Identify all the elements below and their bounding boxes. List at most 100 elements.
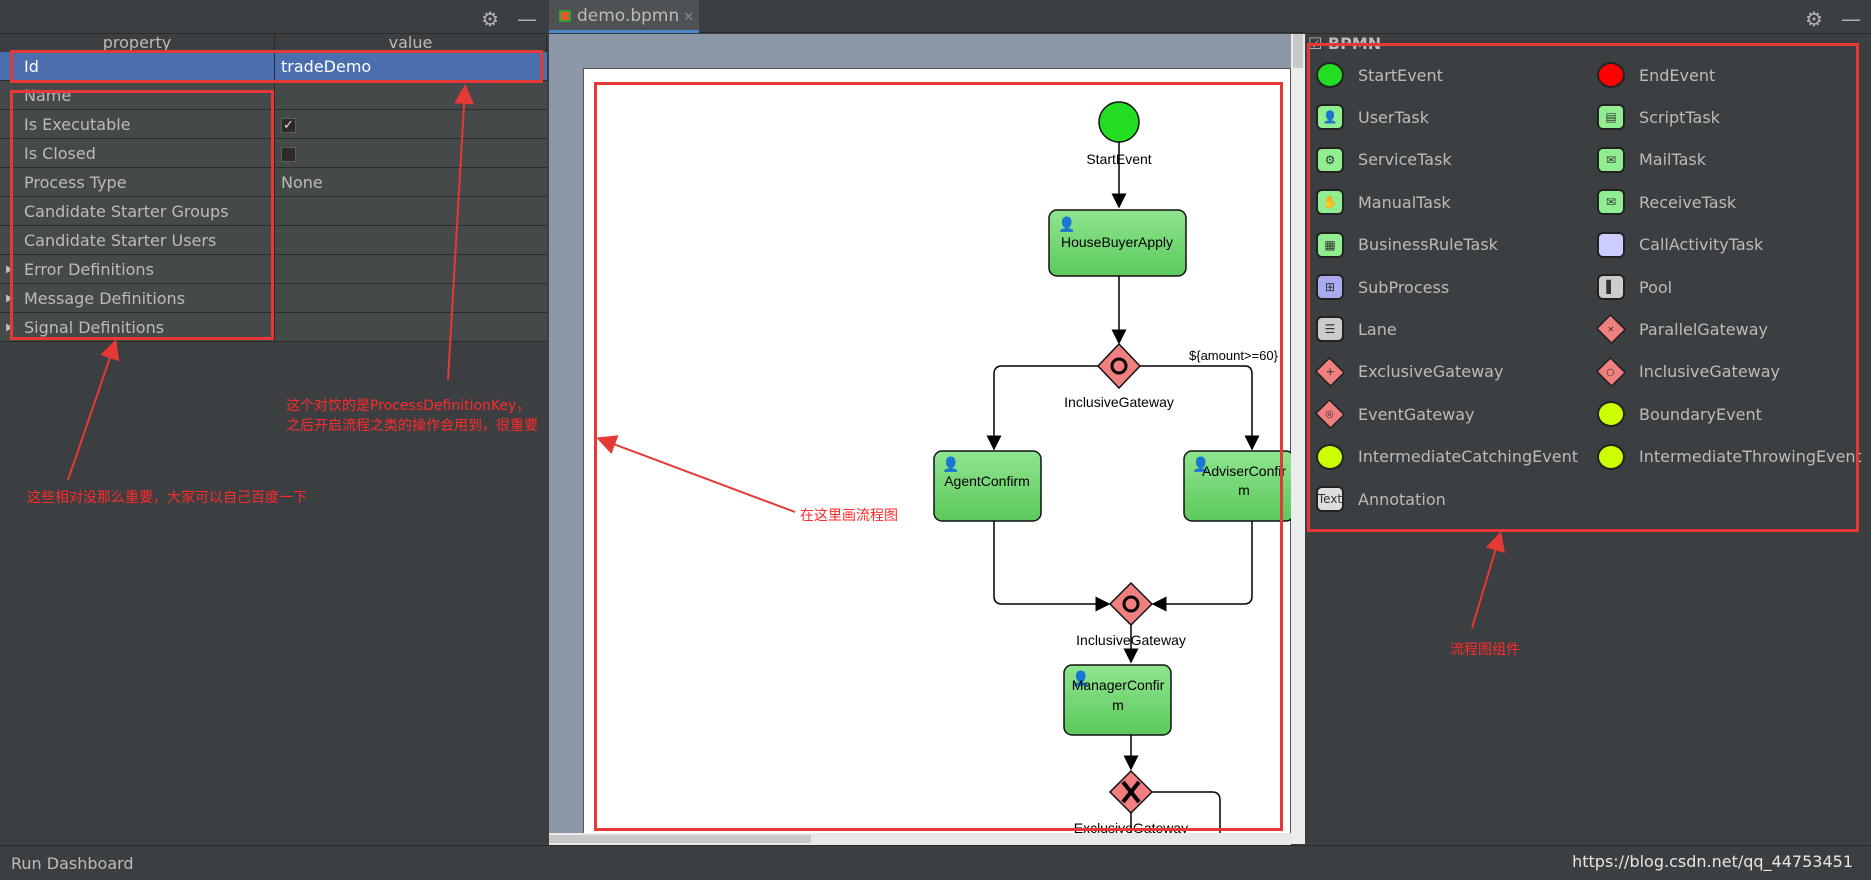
palette-item-manualtask[interactable]: ✋ ManualTask — [1316, 185, 1451, 219]
palette-item-inclusivegateway[interactable]: ○InclusiveGateway — [1595, 355, 1781, 389]
column-property[interactable]: property — [0, 34, 275, 52]
property-name-text: Is Closed — [24, 144, 96, 163]
palette-item-callactivitytask[interactable]: CallActivityTask — [1597, 228, 1763, 262]
user-icon: 👤 — [1192, 456, 1209, 473]
palette-item-servicetask[interactable]: ⚙ ServiceTask — [1316, 143, 1452, 177]
palette-item-lane[interactable]: ☰Lane — [1316, 312, 1397, 346]
property-name: Is Closed — [0, 139, 275, 167]
throwing-event-icon — [1597, 443, 1625, 470]
business-rule-task-icon: ▦ — [1316, 231, 1344, 258]
palette-item-usertask[interactable]: 👤UserTask — [1316, 100, 1429, 134]
property-value[interactable]: tradeDemo — [281, 57, 372, 76]
gear-icon[interactable]: ⚙ — [481, 7, 499, 31]
palette-item-parallelgateway[interactable]: +ParallelGateway — [1595, 312, 1768, 346]
bpmn-diagram[interactable]: StartEvent 👤 HouseBuyerApply InclusiveGa… — [584, 69, 1295, 841]
property-name-text: Signal Definitions — [24, 318, 165, 337]
palette-item-label: ExclusiveGateway — [1358, 362, 1504, 382]
palette-item-eventgateway[interactable]: ◎EventGateway — [1314, 397, 1475, 431]
user-task-icon: 👤 — [1316, 104, 1344, 131]
palette-item-mailtask[interactable]: ✉MailTask — [1597, 143, 1706, 177]
editor-horizontal-scrollbar[interactable] — [549, 833, 1291, 845]
gear-icon[interactable]: ⚙ — [1805, 7, 1823, 31]
palette-item-label: ScriptTask — [1639, 107, 1720, 127]
properties-header: ⚙ — — [0, 0, 547, 34]
run-dashboard-button[interactable]: Run Dashboard — [11, 854, 134, 873]
close-icon[interactable]: ✕ — [683, 10, 695, 25]
palette-item-pool[interactable]: ▌ Pool — [1597, 270, 1672, 304]
editor-tabbar: demo.bpmn✕ — [549, 0, 1305, 33]
palette-item-label: ManualTask — [1358, 192, 1451, 212]
diagram-canvas[interactable]: StartEvent 👤 HouseBuyerApply InclusiveGa… — [583, 68, 1295, 841]
property-name: ▶Message Definitions — [0, 284, 275, 312]
property-name-text: Candidate Starter Groups — [24, 202, 229, 221]
note-draw-here: 在这里画流程图 — [800, 508, 898, 524]
property-name: ▶ Error Definitions — [0, 255, 275, 283]
palette-item-label: IntermediateCatchingEvent — [1358, 447, 1578, 467]
property-name-text: Candidate Starter Users — [24, 231, 217, 250]
palette-item-intermediatecatchingevent[interactable]: IntermediateCatchingEvent — [1316, 440, 1578, 474]
palette-panel: ⚙ — — [1306, 0, 1871, 845]
watermark-url: https://blog.csdn.net/qq_44753451 — [1572, 852, 1853, 871]
minimize-icon[interactable]: — — [1841, 7, 1861, 31]
call-activity-icon — [1597, 231, 1625, 258]
tab-demo-bpmn[interactable]: demo.bpmn✕ — [549, 0, 699, 33]
palette-item-scripttask[interactable]: ▤ScriptTask — [1597, 100, 1720, 134]
expand-arrow-icon[interactable]: ▶ — [6, 293, 14, 304]
property-value[interactable]: ✓ — [275, 110, 547, 138]
property-name-text: Error Definitions — [24, 260, 154, 279]
agent-confirm-task[interactable] — [933, 450, 1042, 522]
palette-item-receivetask[interactable]: ✉ReceiveTask — [1597, 185, 1736, 219]
service-task-icon: ⚙ — [1316, 146, 1344, 173]
checkbox[interactable] — [281, 147, 296, 162]
property-value[interactable] — [275, 139, 547, 167]
condition-label: ${amount>=60} — [1189, 348, 1279, 363]
minimize-icon[interactable]: — — [517, 7, 537, 31]
inclusive-gateway-1[interactable] — [1096, 342, 1142, 390]
palette-item-subprocess[interactable]: ⊞SubProcess — [1316, 270, 1449, 304]
property-value[interactable]: None — [281, 173, 323, 192]
property-name: Id — [0, 52, 275, 80]
receive-task-icon: ✉ — [1597, 189, 1625, 216]
properties-column-header: property value — [0, 34, 547, 52]
palette-item-businessruletask[interactable]: ▦BusinessRuleTask — [1316, 228, 1498, 262]
property-name: Candidate Starter Users — [0, 226, 275, 254]
start-event-icon — [1316, 62, 1344, 88]
annotation-box-id — [10, 50, 543, 83]
annotation-box-properties — [10, 90, 274, 340]
house-task-label: HouseBuyerApply — [1061, 234, 1173, 250]
palette-item-endevent[interactable]: EndEvent — [1597, 58, 1715, 92]
property-name: ▶ Signal Definitions — [0, 313, 275, 341]
palette-item-startevent[interactable]: StartEvent — [1316, 58, 1443, 92]
annotation-box-palette — [1307, 43, 1859, 532]
palette-item-label: MailTask — [1639, 150, 1707, 170]
property-row[interactable]: Id tradeDemo — [0, 52, 547, 81]
catching-event-icon — [1316, 443, 1344, 470]
subprocess-icon: ⊞ — [1316, 274, 1344, 300]
property-name: Process Type — [0, 168, 275, 196]
column-value[interactable]: value — [275, 34, 547, 52]
palette-item-label: InclusiveGateway — [1639, 362, 1781, 382]
palette-item-boundaryevent[interactable]: BoundaryEvent — [1597, 397, 1762, 431]
house-buyer-apply-task[interactable] — [1048, 209, 1187, 277]
editor-vertical-scrollbar[interactable] — [1291, 34, 1305, 844]
manager-confirm-task[interactable] — [1063, 664, 1172, 736]
palette-item-label: Pool — [1639, 277, 1673, 297]
manual-task-icon: ✋ — [1316, 189, 1344, 216]
pool-icon: ▌ — [1597, 274, 1625, 300]
palette-item-label: ServiceTask — [1358, 150, 1452, 170]
tab-label: demo.bpmn — [577, 6, 680, 26]
palette-item-label: Annotation — [1358, 489, 1446, 509]
palette-item-intermediatethrowingevent[interactable]: IntermediateThrowingEvent — [1597, 440, 1862, 474]
property-name-text: Is Executable — [24, 115, 131, 134]
palette-item-label: EndEvent — [1639, 65, 1716, 85]
note-less-important: 这些相对没那么重要，大家可以自己百度一下 — [27, 490, 307, 506]
property-name-text: Process Type — [24, 173, 127, 192]
expand-arrow-icon[interactable]: ▶ — [6, 322, 14, 333]
checkbox[interactable]: ✓ — [281, 118, 296, 133]
end-event-icon — [1597, 62, 1625, 88]
palette-item-exclusivegateway[interactable]: ✕ExclusiveGateway — [1314, 355, 1504, 389]
expand-arrow-icon[interactable]: ▶ — [6, 264, 14, 275]
palette-item-label: BoundaryEvent — [1639, 404, 1762, 424]
